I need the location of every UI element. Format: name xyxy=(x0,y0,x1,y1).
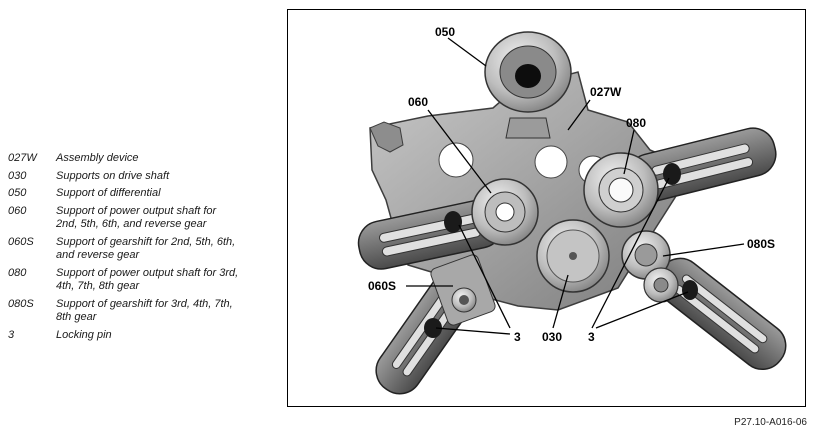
legend-item: 080S Support of gearshift for 3rd, 4th, … xyxy=(8,298,278,325)
callout-060: 060 xyxy=(408,95,428,109)
legend-list: 027W Assembly device 030 Supports on dri… xyxy=(8,152,278,346)
legend-item: 060 Support of power output shaft for 2n… xyxy=(8,205,278,232)
part-030-supports-drive-shaft xyxy=(536,219,610,293)
callout-030: 030 xyxy=(542,330,562,344)
legend-description: Support of power output shaft for 3rd, 4… xyxy=(56,266,239,293)
legend-item: 050 Support of differential xyxy=(8,187,278,201)
legend-code: 3 xyxy=(8,328,15,341)
legend-description: Locking pin xyxy=(56,328,112,341)
part-080-support xyxy=(583,152,659,228)
legend-code: 027W xyxy=(8,152,37,164)
callout-3-left: 3 xyxy=(514,330,521,344)
assembly-device-illustration: 050 060 027W 080 080S 060S 3 030 3 xyxy=(357,25,787,395)
legend-item: 030 Supports on drive shaft xyxy=(8,170,278,184)
figure-frame: 050 060 027W 080 080S 060S 3 030 3 xyxy=(287,9,806,407)
callout-labels: 050 060 027W 080 080S 060S 3 030 3 xyxy=(368,25,775,344)
part-050-support-differential xyxy=(484,31,572,139)
legend-item: 060S Support of gearshift for 2nd, 5th, … xyxy=(8,236,278,263)
callout-leaders xyxy=(406,37,745,335)
legend-item: 3 Locking pin xyxy=(8,329,278,343)
rail-lower-right xyxy=(656,257,787,371)
part-080s-gearshift-support xyxy=(621,230,679,303)
legend-item: 080 Support of power output shaft for 3r… xyxy=(8,267,278,294)
legend-code: 080 xyxy=(8,266,27,279)
callout-027w: 027W xyxy=(590,85,622,99)
part-060-support xyxy=(471,178,539,246)
legend-description: Support of gearshift for 2nd, 5th, 6th, … xyxy=(56,235,236,262)
callout-3-right: 3 xyxy=(588,330,595,344)
figure-reference-code: P27.10-A016-06 xyxy=(734,417,807,428)
legend-code: 050 xyxy=(8,187,27,199)
legend-code: 060S xyxy=(8,235,34,248)
legend-code: 060 xyxy=(8,204,27,217)
legend-item: 027W Assembly device xyxy=(8,152,278,166)
legend-description: Supports on drive shaft xyxy=(56,169,170,182)
callout-080: 080 xyxy=(626,116,646,130)
callout-080s: 080S xyxy=(747,237,775,251)
legend-description: Support of gearshift for 3rd, 4th, 7th, … xyxy=(56,297,233,324)
legend-description: Support of differential xyxy=(56,187,161,199)
legend-code: 030 xyxy=(8,169,27,182)
part-060s-gearshift-support xyxy=(430,254,496,326)
legend-description: Assembly device xyxy=(56,152,139,164)
callout-060s: 060S xyxy=(368,279,396,293)
legend-code: 080S xyxy=(8,297,34,310)
callout-050: 050 xyxy=(435,25,455,39)
legend-description: Support of power output shaft for 2nd, 5… xyxy=(56,204,217,231)
